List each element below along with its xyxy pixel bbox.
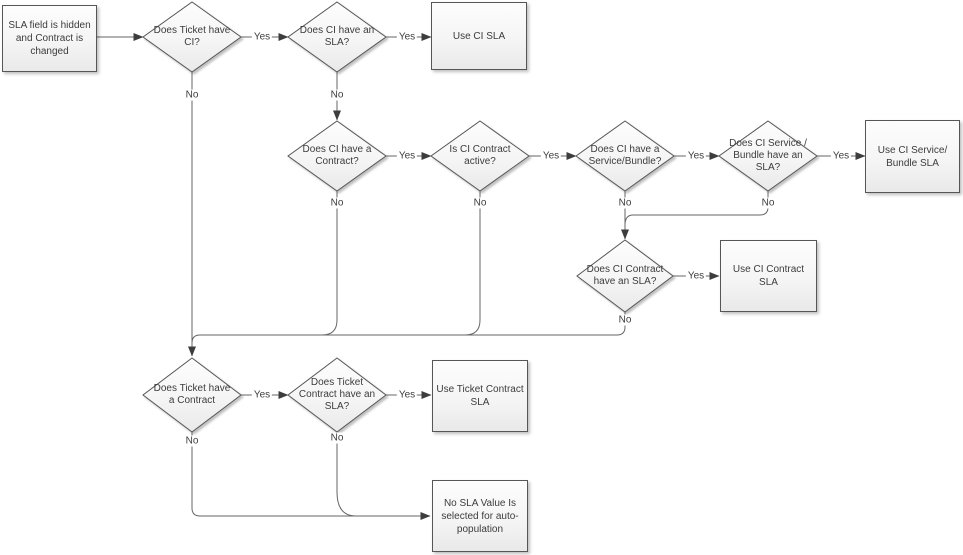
shape-ci-has-service-bundle [575, 120, 675, 192]
shape-ci-contract-has-sla [576, 239, 674, 313]
edge-label-ci-contract-has-sla-yes: Yes [685, 270, 707, 282]
shape-ticket-contract-has-sla [287, 357, 387, 433]
shape-ticket-has-contract [142, 357, 242, 433]
edge-label-ticket-has-ci-no: No [183, 89, 201, 101]
edge-ci-service-bundle-has-sla-no [624, 191, 769, 226]
edge-label-ci-has-contract-no: No [328, 197, 346, 209]
node-use-ci-sla: Use CI SLA [431, 2, 527, 70]
edge-label-ci-has-contract-yes: Yes [396, 150, 418, 162]
shape-ticket-has-ci [142, 1, 242, 73]
node-no-sla-value: No SLA Value Is selected for auto- popul… [432, 480, 528, 552]
edge-ci-contract-has-sla-no [191, 312, 626, 344]
edge-ticket-has-contract-no [191, 432, 431, 520]
shape-ci-service-bundle-has-sla [718, 120, 818, 192]
edge-label-ci-service-bundle-has-sla-no: No [759, 197, 777, 209]
edge-ticket-contract-has-sla-no [336, 432, 357, 517]
edge-label-ticket-contract-has-sla-no: No [328, 432, 346, 444]
edge-label-ci-has-service-bundle-yes: Yes [685, 150, 707, 162]
edge-ci-contract-active-no [464, 191, 481, 336]
edge-label-ci-has-sla-yes: Yes [396, 31, 418, 43]
edge-label-ci-contract-has-sla-no: No [616, 314, 634, 326]
shape-ci-has-contract [287, 120, 387, 192]
edge-label-ci-has-service-bundle-no: No [616, 197, 634, 209]
edge-label-ci-contract-active-no: No [471, 197, 489, 209]
shape-ci-contract-active [430, 120, 530, 192]
edge-label-ci-contract-active-yes: Yes [540, 150, 562, 162]
node-start: SLA field is hidden and Contract is chan… [2, 5, 97, 72]
edge-label-ci-service-bundle-has-sla-yes: Yes [830, 150, 852, 162]
node-use-ticket-contract-sla: Use Ticket Contract SLA [432, 360, 528, 432]
edge-label-ticket-contract-has-sla-yes: Yes [396, 389, 418, 401]
edge-ci-has-contract-no [321, 191, 338, 336]
edge-label-ci-has-sla-no: No [328, 89, 346, 101]
node-use-ci-service-bundle-sla: Use CI Service/ Bundle SLA [865, 120, 960, 193]
edge-label-ticket-has-contract-yes: Yes [251, 389, 273, 401]
edge-label-ticket-has-contract-no: No [183, 435, 201, 447]
edge-label-ticket-has-ci-yes: Yes [251, 31, 273, 43]
node-use-ci-contract-sla: Use CI Contract SLA [720, 240, 817, 312]
shape-ci-has-sla [287, 1, 387, 73]
